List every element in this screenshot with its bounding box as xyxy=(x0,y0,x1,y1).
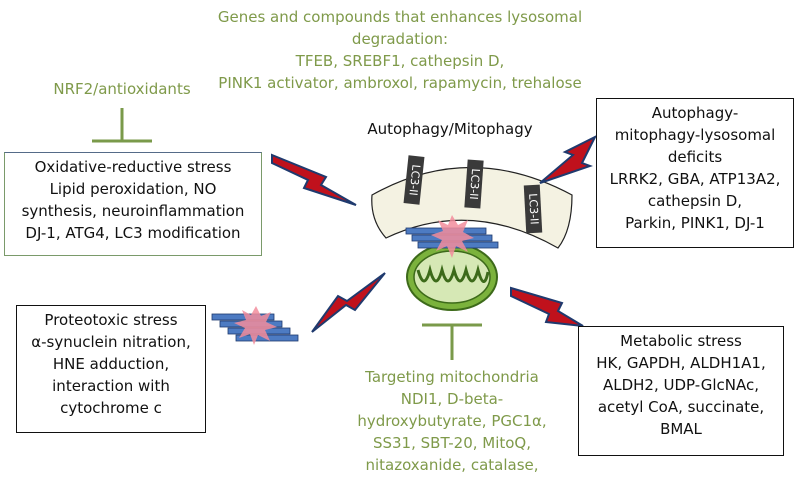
proteotoxic-line-5: cytochrome c xyxy=(60,399,162,417)
targeting-inhibition-line xyxy=(422,323,482,360)
nrf2-inhibition-line xyxy=(92,108,152,143)
targeting-line-1: Targeting mitochondria xyxy=(365,368,539,386)
svg-text:LC3-II: LC3-II xyxy=(406,164,422,196)
deficits-line-1: Autophagy- xyxy=(651,104,739,122)
metabolic-line-2: HK, GAPDH, ALDH1A1, xyxy=(596,354,766,372)
targeting-line-4: SS31, SBT-20, MitoQ, xyxy=(372,434,532,452)
metabolic-stress-box: Metabolic stress HK, GAPDH, ALDH1A1, ALD… xyxy=(578,326,784,456)
proteotoxic-line-1: Proteotoxic stress xyxy=(44,311,178,329)
metabolic-line-5: BMAL xyxy=(660,420,702,438)
oxidative-line-1: Oxidative-reductive stress xyxy=(34,158,232,176)
lc3-marker-2: LC3-II xyxy=(464,159,484,209)
metabolic-line-1: Metabolic stress xyxy=(620,332,742,350)
proteotoxic-line-2: α-synuclein nitration, xyxy=(31,333,191,351)
proteotoxic-line-4: interaction with xyxy=(52,377,170,395)
lightning-bolt-proteotoxic xyxy=(311,272,386,333)
lysosomal-enhancers-line-2: degradation: xyxy=(351,30,449,48)
deficits-line-6: Parkin, PINK1, DJ-1 xyxy=(625,214,765,232)
svg-text:LC3-II: LC3-II xyxy=(526,193,541,225)
metabolic-line-4: acetyl CoA, succinate, xyxy=(597,398,765,416)
targeting-line-5: nitazoxanide, catalase, xyxy=(365,456,539,474)
lc3-marker-1: LC3-II xyxy=(403,155,425,205)
alpha-synuclein-fibrils-left xyxy=(211,306,299,345)
lysosomal-enhancers-line-3: TFEB, SREBF1, cathepsin D, xyxy=(295,52,505,70)
proteotoxic-stress-box: Proteotoxic stress α-synuclein nitration… xyxy=(16,305,206,433)
nrf2-antioxidants-label: NRF2/antioxidants xyxy=(53,80,191,98)
lightning-bolt-deficits xyxy=(539,134,598,184)
deficits-line-4: LRRK2, GBA, ATP13A2, xyxy=(609,170,781,188)
metabolic-line-3: ALDH2, UDP-GlcNAc, xyxy=(602,376,759,394)
svg-text:LC3-II: LC3-II xyxy=(467,168,482,200)
autophagy-deficits-box: Autophagy- mitophagy-lysosomal deficits … xyxy=(596,98,794,248)
lysosomal-enhancers-text: Genes and compounds that enhances lysoso… xyxy=(170,6,630,94)
alpha-synuclein-fibrils-center xyxy=(405,215,499,258)
oxidative-line-3: synthesis, neuroinflammation xyxy=(21,202,245,220)
autophagy-mitophagy-label: Autophagy/Mitophagy xyxy=(367,120,533,138)
lc3-marker-3: LC3-II xyxy=(523,184,543,234)
targeting-mitochondria-text: Targeting mitochondria NDI1, D-beta- hyd… xyxy=(312,366,592,476)
deficits-line-2: mitophagy-lysosomal xyxy=(614,126,776,144)
lysosomal-enhancers-line-4: PINK1 activator, ambroxol, rapamycin, tr… xyxy=(218,74,582,92)
deficits-line-3: deficits xyxy=(667,148,723,166)
targeting-line-2: NDI1, D-beta- xyxy=(400,390,504,408)
oxidative-line-4: DJ-1, ATG4, LC3 modification xyxy=(25,224,241,242)
lightning-bolt-metabolic xyxy=(510,286,584,327)
oxidative-stress-box: Oxidative-reductive stress Lipid peroxid… xyxy=(4,152,262,256)
proteotoxic-line-3: HNE adduction, xyxy=(52,355,170,373)
targeting-line-3: hydroxybutyrate, PGC1α, xyxy=(357,412,547,430)
deficits-line-5: cathepsin D, xyxy=(647,192,743,210)
oxidative-line-2: Lipid peroxidation, NO xyxy=(49,180,217,198)
lysosomal-enhancers-line-1: Genes and compounds that enhances lysoso… xyxy=(217,8,583,26)
lightning-bolt-oxidative xyxy=(271,153,357,206)
